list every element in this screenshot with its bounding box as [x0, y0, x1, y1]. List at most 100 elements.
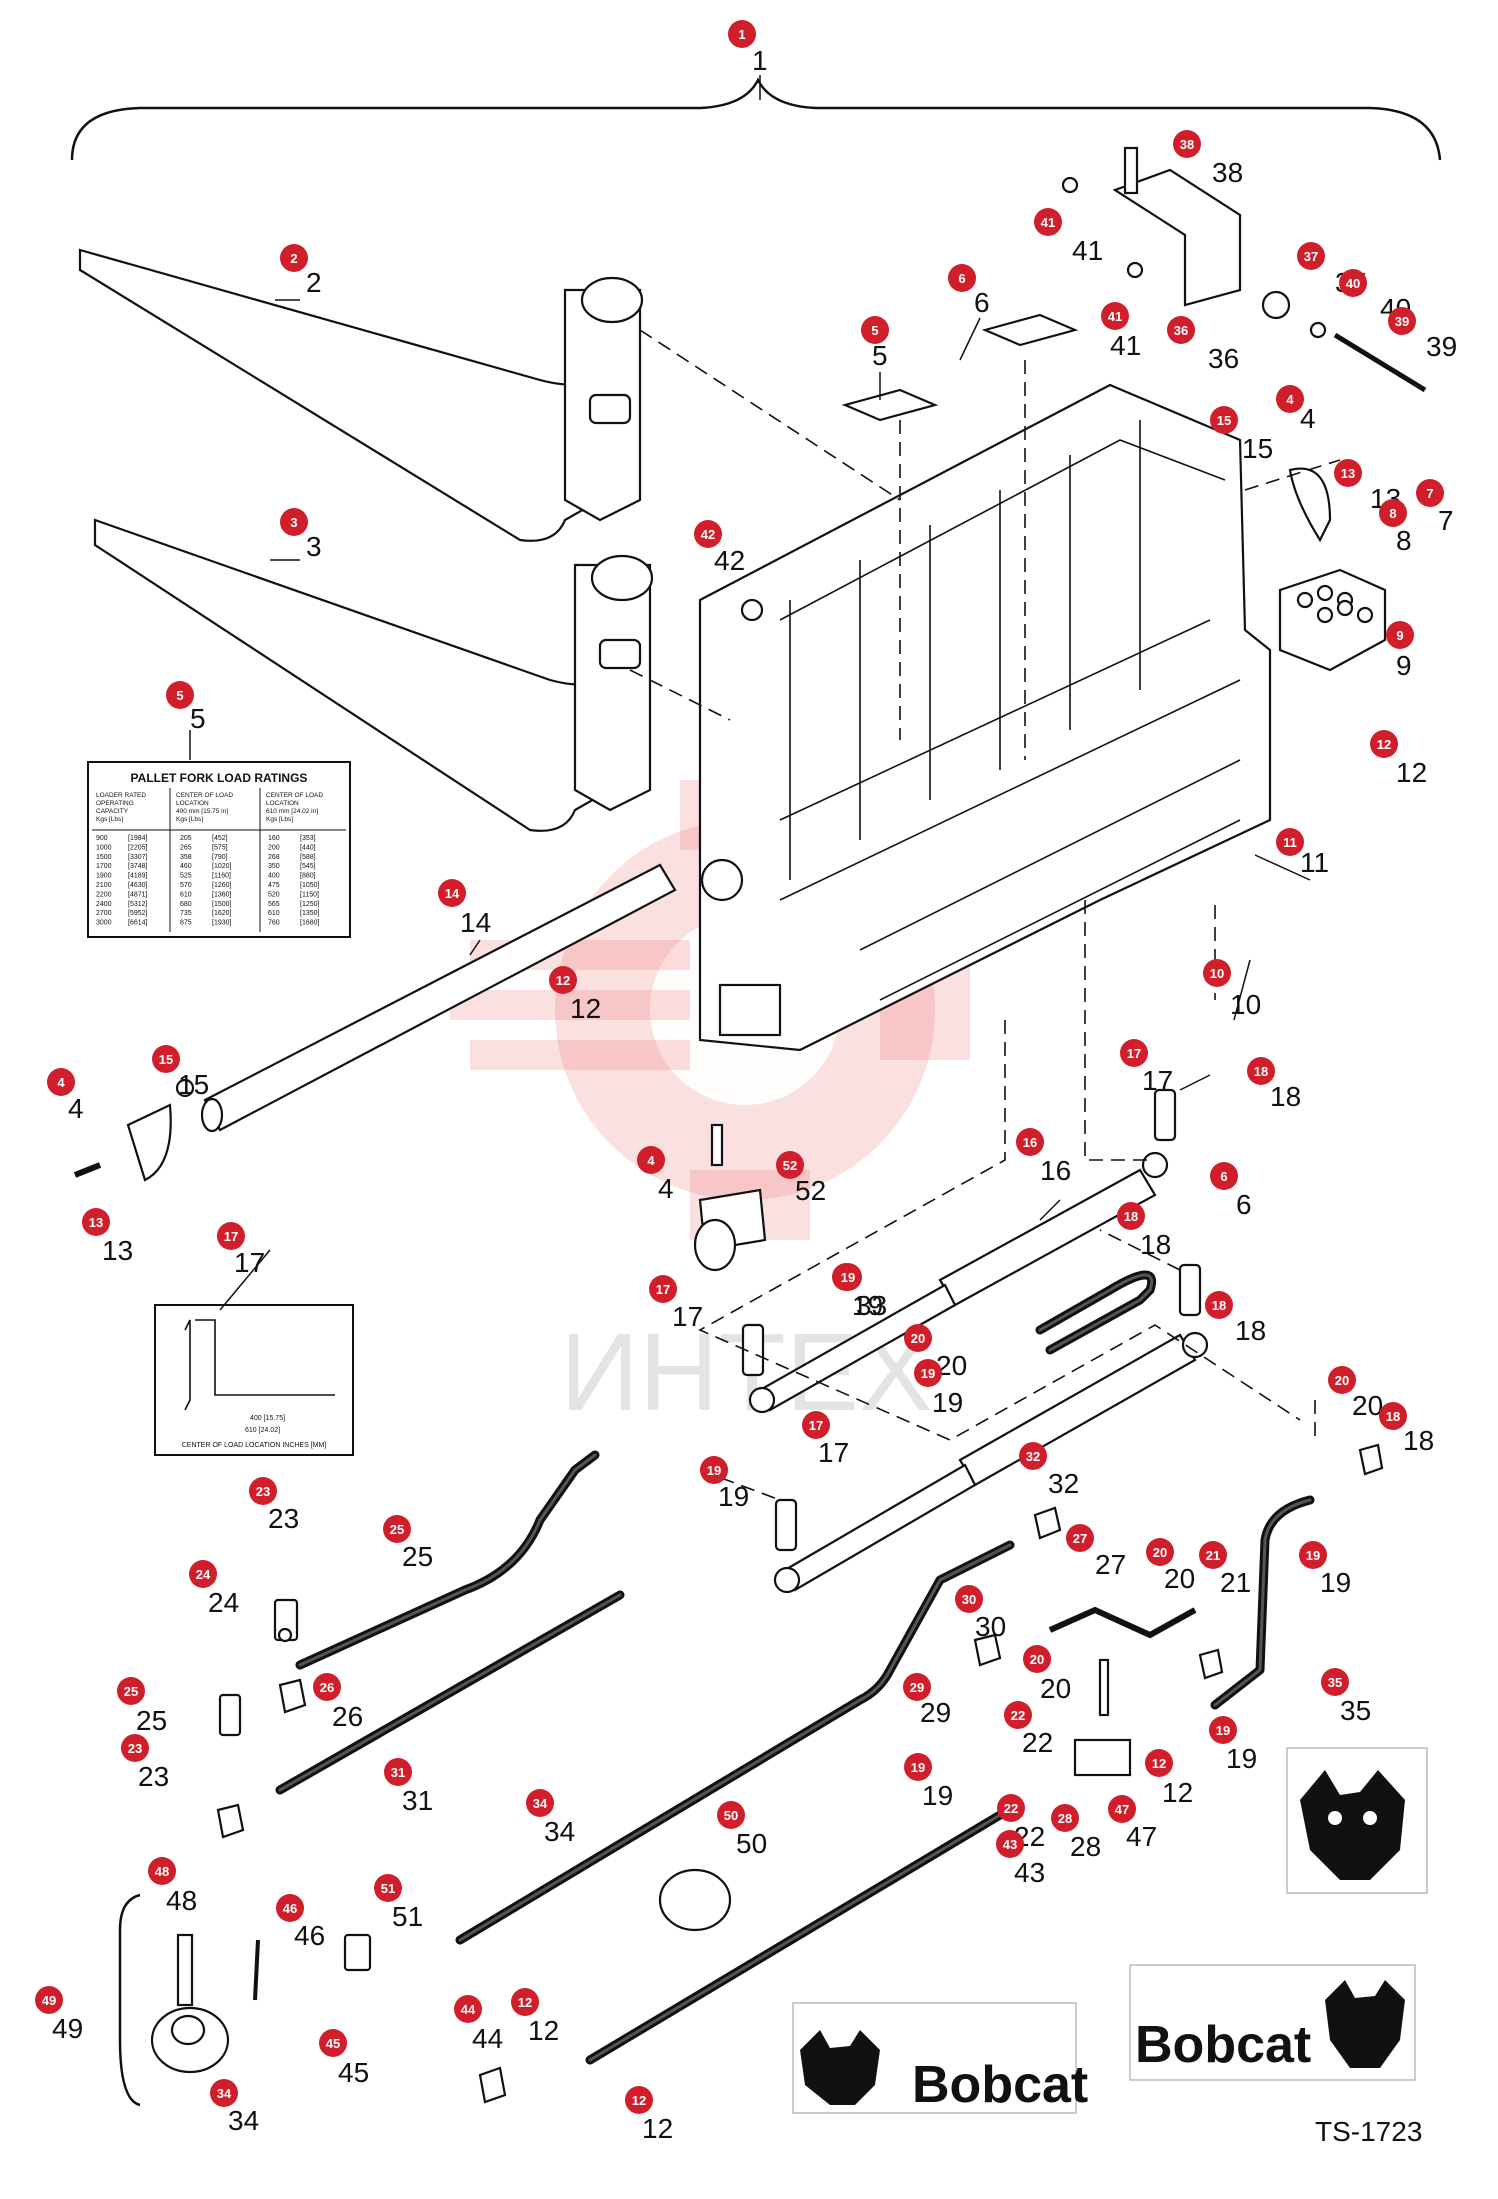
decal-cell: 3000 — [96, 920, 112, 927]
callout-badge-19[interactable] — [914, 1359, 942, 1387]
callout-badge-6[interactable] — [1210, 1162, 1238, 1190]
callout-badge-5[interactable] — [166, 681, 194, 709]
decal-cell: [545] — [300, 863, 316, 870]
callout-badge-42[interactable] — [694, 520, 722, 548]
decal-cell: [790] — [212, 854, 228, 861]
callout-badge-10[interactable] — [1203, 959, 1231, 987]
callout-badge-36[interactable] — [1167, 316, 1195, 344]
callout-badge-17[interactable] — [217, 1222, 245, 1250]
callout-badge-35[interactable] — [1321, 1668, 1349, 1696]
callout-label-36: 36 — [1208, 343, 1239, 374]
callout-badge-19[interactable] — [1299, 1541, 1327, 1569]
callout-badge-19[interactable] — [700, 1456, 728, 1484]
callout-badge-17[interactable] — [649, 1275, 677, 1303]
callout-badge-18[interactable] — [1117, 1202, 1145, 1230]
callout-badge-12[interactable] — [1145, 1749, 1173, 1777]
callout-badge-11[interactable] — [1276, 828, 1304, 856]
decal-cell: 265 — [180, 844, 192, 851]
callout-badge-29[interactable] — [903, 1673, 931, 1701]
callout-label-5: 5 — [190, 703, 206, 734]
decal-cell: [1984] — [128, 835, 148, 842]
callout-badge-6[interactable] — [948, 264, 976, 292]
callout-badge-30[interactable] — [955, 1585, 983, 1613]
callout-badge-18[interactable] — [1247, 1057, 1275, 1085]
document-code: TS-1723 — [1315, 2116, 1423, 2147]
callout-badge-22[interactable] — [1004, 1701, 1032, 1729]
callout-badge-52[interactable] — [776, 1151, 804, 1179]
callout-badge-34[interactable] — [210, 2079, 238, 2107]
callout-badge-18[interactable] — [1205, 1291, 1233, 1319]
callout-badge-12[interactable] — [511, 1988, 539, 2016]
callout-badge-12[interactable] — [549, 966, 577, 994]
callout-badge-45[interactable] — [319, 2029, 347, 2057]
callout-badge-50[interactable] — [717, 1801, 745, 1829]
callout-badge-41[interactable] — [1101, 302, 1129, 330]
callout-badge-31[interactable] — [384, 1758, 412, 1786]
callout-badge-13[interactable] — [1334, 459, 1362, 487]
callout-badge-25[interactable] — [117, 1677, 145, 1705]
callout-badge-46[interactable] — [276, 1894, 304, 1922]
callout-badge-18[interactable] — [1379, 1402, 1407, 1430]
callout-badge-38[interactable] — [1173, 130, 1201, 158]
callout-badge-47[interactable] — [1108, 1795, 1136, 1823]
callout-badge-number-45: 45 — [326, 2036, 340, 2051]
callout-badge-1[interactable] — [728, 20, 756, 48]
callout-badge-40[interactable] — [1339, 269, 1367, 297]
callout-badge-17[interactable] — [1120, 1039, 1148, 1067]
callout-badge-4[interactable] — [47, 1068, 75, 1096]
hydraulic-cylinder-lower — [773, 1331, 1209, 1594]
callout-badge-23[interactable] — [249, 1477, 277, 1505]
callout-badge-19[interactable] — [1209, 1716, 1237, 1744]
callout-badge-7[interactable] — [1416, 479, 1444, 507]
callout-badge-20[interactable] — [1023, 1645, 1051, 1673]
callout-badge-20[interactable] — [1328, 1366, 1356, 1394]
callout-badge-27[interactable] — [1066, 1524, 1094, 1552]
callout-badge-41[interactable] — [1034, 208, 1062, 236]
callout-badge-39[interactable] — [1388, 307, 1416, 335]
callout-badge-5[interactable] — [861, 316, 889, 344]
callout-badge-17[interactable] — [802, 1411, 830, 1439]
callout-label-6: 6 — [974, 287, 990, 318]
callout-badge-22[interactable] — [997, 1794, 1025, 1822]
callout-badge-23[interactable] — [121, 1734, 149, 1762]
decal-cell: [1260] — [212, 882, 232, 889]
callout-badge-4[interactable] — [1276, 385, 1304, 413]
callout-badge-44[interactable] — [454, 1995, 482, 2023]
callout-badge-32[interactable] — [1019, 1442, 1047, 1470]
callout-badge-8[interactable] — [1379, 499, 1407, 527]
callout-badge-16[interactable] — [1016, 1128, 1044, 1156]
callout-badge-28[interactable] — [1051, 1804, 1079, 1832]
decal-cell: 680 — [180, 901, 192, 908]
callout-badge-20[interactable] — [904, 1324, 932, 1352]
callout-badge-48[interactable] — [148, 1857, 176, 1885]
callout-badge-19[interactable] — [904, 1753, 932, 1781]
callout-badge-51[interactable] — [374, 1874, 402, 1902]
callout-badge-13[interactable] — [82, 1208, 110, 1236]
callout-badge-15[interactable] — [152, 1045, 180, 1073]
shaft-14 — [200, 863, 677, 1133]
callout-badge-19[interactable] — [834, 1263, 862, 1291]
callout-badge-12[interactable] — [1370, 730, 1398, 758]
callout-badge-4[interactable] — [637, 1146, 665, 1174]
callout-badge-9[interactable] — [1386, 621, 1414, 649]
callout-badge-number-18: 18 — [1386, 1409, 1400, 1424]
callout-badge-43[interactable] — [996, 1830, 1024, 1858]
pin-17-c — [741, 1323, 765, 1377]
callout-badge-21[interactable] — [1199, 1541, 1227, 1569]
callout-badge-2[interactable] — [280, 244, 308, 272]
callout-badge-14[interactable] — [438, 879, 466, 907]
decal-cell: 160 — [268, 835, 280, 842]
callout-badge-37[interactable] — [1297, 242, 1325, 270]
callout-badge-26[interactable] — [313, 1673, 341, 1701]
callout-badge-25[interactable] — [383, 1515, 411, 1543]
callout-badge-20[interactable] — [1146, 1538, 1174, 1566]
callout-badge-number-49: 49 — [42, 1993, 56, 2008]
plate-13-right — [1288, 467, 1332, 543]
callout-badge-24[interactable] — [189, 1560, 217, 1588]
callout-badge-3[interactable] — [280, 508, 308, 536]
callout-badge-15[interactable] — [1210, 406, 1238, 434]
callout-badge-49[interactable] — [35, 1986, 63, 2014]
callout-badge-34[interactable] — [526, 1789, 554, 1817]
callout-badge-12[interactable] — [625, 2086, 653, 2114]
